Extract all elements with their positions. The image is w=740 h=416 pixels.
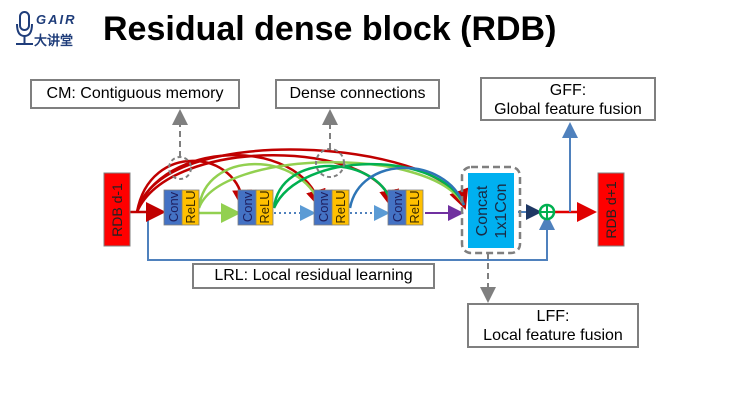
cm-label-box: CM: Contiguous memory (30, 79, 240, 109)
cm-label: CM: Contiguous memory (46, 85, 224, 102)
conv-relu-block-2: Conv ReLU (237, 189, 274, 226)
relu-label: ReLU (257, 190, 272, 223)
rdb-input-block (103, 172, 131, 247)
conv-label: Conv (316, 191, 331, 222)
lff-callout-box (460, 165, 522, 255)
concat-block (468, 173, 514, 248)
lff-label-box: LFF: Local feature fusion (467, 303, 639, 348)
dense-curve-b1-to-concat (197, 160, 466, 209)
slide-title: Residual dense block (RDB) (103, 10, 557, 48)
relu-label: ReLU (333, 190, 348, 223)
gff-label-line2: Global feature fusion (494, 101, 642, 118)
rdb-input-label: RDB d-1 (109, 183, 125, 237)
rdb-output-block (597, 172, 625, 247)
conv-label: Conv (390, 191, 405, 222)
conv-relu-block-3: Conv ReLU (313, 189, 350, 226)
dense-connections-label: Dense connections (289, 85, 426, 102)
concat-label-line2: 1x1Con (493, 183, 510, 238)
conv-label: Conv (166, 191, 181, 222)
rdb-output-label: RDB d+1 (603, 181, 619, 238)
microphone-icon (16, 11, 33, 45)
conv-label: Conv (240, 191, 255, 222)
gff-label-line1: GFF: (549, 82, 587, 99)
gff-label-box: GFF: Global feature fusion (480, 77, 656, 121)
relu-label: ReLU (407, 190, 422, 223)
dense-curve-b1-to-block3 (197, 162, 322, 209)
dense-curve-b2-to-concat (272, 162, 466, 209)
lrl-skip-line (147, 212, 555, 261)
dense-curve-b3-to-concat (348, 166, 466, 209)
concat-label-line1: Concat (474, 185, 491, 236)
lff-label-line2: Local feature fusion (483, 327, 623, 344)
lff-label-line1: LFF: (536, 308, 570, 325)
conv-relu-block-1: Conv ReLU (163, 189, 200, 226)
logo-text-en: GAIR (36, 12, 77, 27)
dense-curve-b2-to-block4 (272, 164, 394, 209)
gair-logo: GAIR 大讲堂 (12, 8, 92, 54)
relu-label: ReLU (183, 190, 198, 223)
lrl-label-box: LRL: Local residual learning (192, 263, 435, 289)
lrl-label: LRL: Local residual learning (214, 267, 413, 284)
logo-text-cn: 大讲堂 (34, 34, 74, 49)
dense-connections-label-box: Dense connections (275, 79, 440, 109)
conv-relu-block-4: Conv ReLU (387, 189, 424, 226)
sum-node-icon (538, 203, 556, 221)
